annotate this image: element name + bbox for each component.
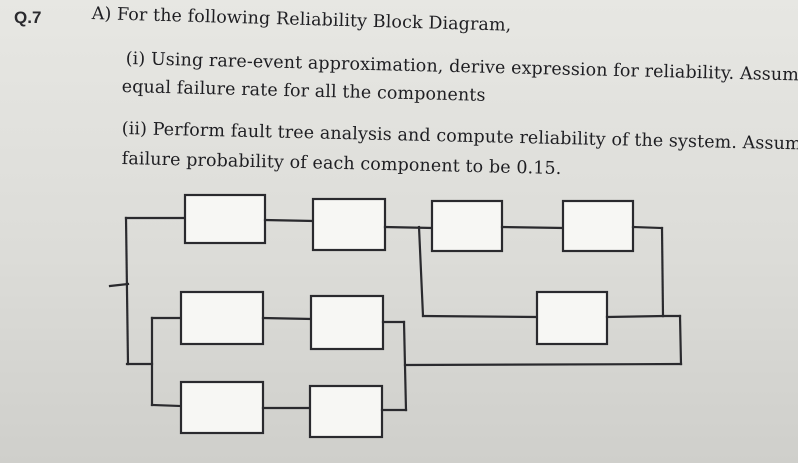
- wire: [417, 225, 425, 318]
- wire: [421, 314, 539, 319]
- component-block-4: [561, 199, 635, 253]
- component-block-8: [179, 380, 265, 435]
- wire: [660, 226, 665, 318]
- component-block-3: [430, 199, 504, 253]
- component-block-9: [308, 384, 384, 439]
- left-bus: [124, 216, 130, 366]
- component-block-2: [311, 197, 387, 252]
- question-number: Q.7: [14, 8, 42, 27]
- wire: [150, 403, 183, 408]
- component-block-5: [535, 290, 609, 346]
- wire: [403, 362, 683, 367]
- input-wire: [108, 282, 130, 288]
- wire: [263, 218, 315, 223]
- right-bus: [678, 314, 683, 366]
- wire: [631, 225, 664, 230]
- wire: [261, 316, 313, 321]
- wire: [383, 225, 434, 230]
- component-block-7: [309, 294, 385, 351]
- component-block-6: [179, 290, 265, 346]
- component-block-1: [183, 193, 267, 245]
- wire: [605, 314, 665, 319]
- wire: [500, 225, 565, 230]
